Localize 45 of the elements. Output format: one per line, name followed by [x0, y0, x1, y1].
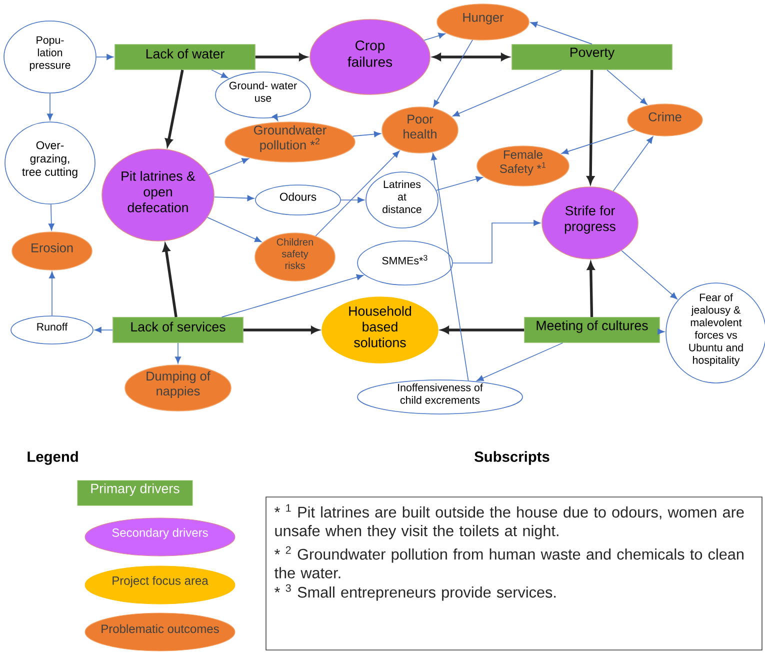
arrow: [441, 326, 524, 334]
arrow: [94, 327, 113, 333]
arrow: [452, 220, 540, 264]
arrow: [352, 131, 381, 138]
arrow: [48, 204, 54, 230]
driver-box: Lack of services: [112, 317, 244, 343]
section-heading: Subscripts: [474, 451, 550, 465]
arrow: [530, 22, 592, 44]
arrow: [658, 328, 665, 335]
driver-box: Lack of water: [114, 44, 256, 70]
arrow: [165, 70, 184, 147]
arrow: [476, 342, 564, 382]
arrow: [424, 32, 446, 41]
footnote: * $^{1}$ Pit latrines are built outside the house due to odours, women are unsafe when they visit the toilets at night.: [274, 504, 744, 540]
arrow: [561, 129, 636, 154]
arrow: [340, 197, 364, 203]
arrow: [452, 70, 562, 116]
arrow: [47, 93, 53, 120]
arrow: [221, 274, 364, 318]
arrow: [606, 70, 648, 105]
arrow: [211, 70, 228, 78]
arrow: [243, 326, 319, 334]
arrow: [214, 195, 254, 202]
arrow: [315, 150, 400, 236]
arrow: [162, 244, 178, 318]
arrow: [436, 176, 483, 191]
arrow: [208, 158, 249, 176]
arrow: [433, 53, 509, 61]
arrow: [207, 216, 262, 242]
arrow: [433, 40, 473, 108]
arrow: [49, 272, 55, 316]
arrow: [96, 54, 114, 60]
arrow: [255, 53, 307, 61]
arrow: [612, 136, 654, 192]
arrow: [272, 114, 278, 122]
driver-box: Meeting of cultures: [524, 317, 660, 343]
footnote: * $^{3}$ Small entrepreneurs provide services.: [274, 584, 556, 601]
section-heading: Legend: [28, 451, 78, 465]
driver-box: Poverty: [512, 44, 672, 70]
arrow: [430, 153, 469, 382]
footnote: * $^{2}$ Groundwater pollution from human waste and chemicals to clean the water.: [274, 546, 744, 578]
arrow: [175, 342, 181, 364]
arrow: [587, 262, 595, 318]
arrow: [586, 70, 594, 184]
arrow: [621, 250, 678, 300]
